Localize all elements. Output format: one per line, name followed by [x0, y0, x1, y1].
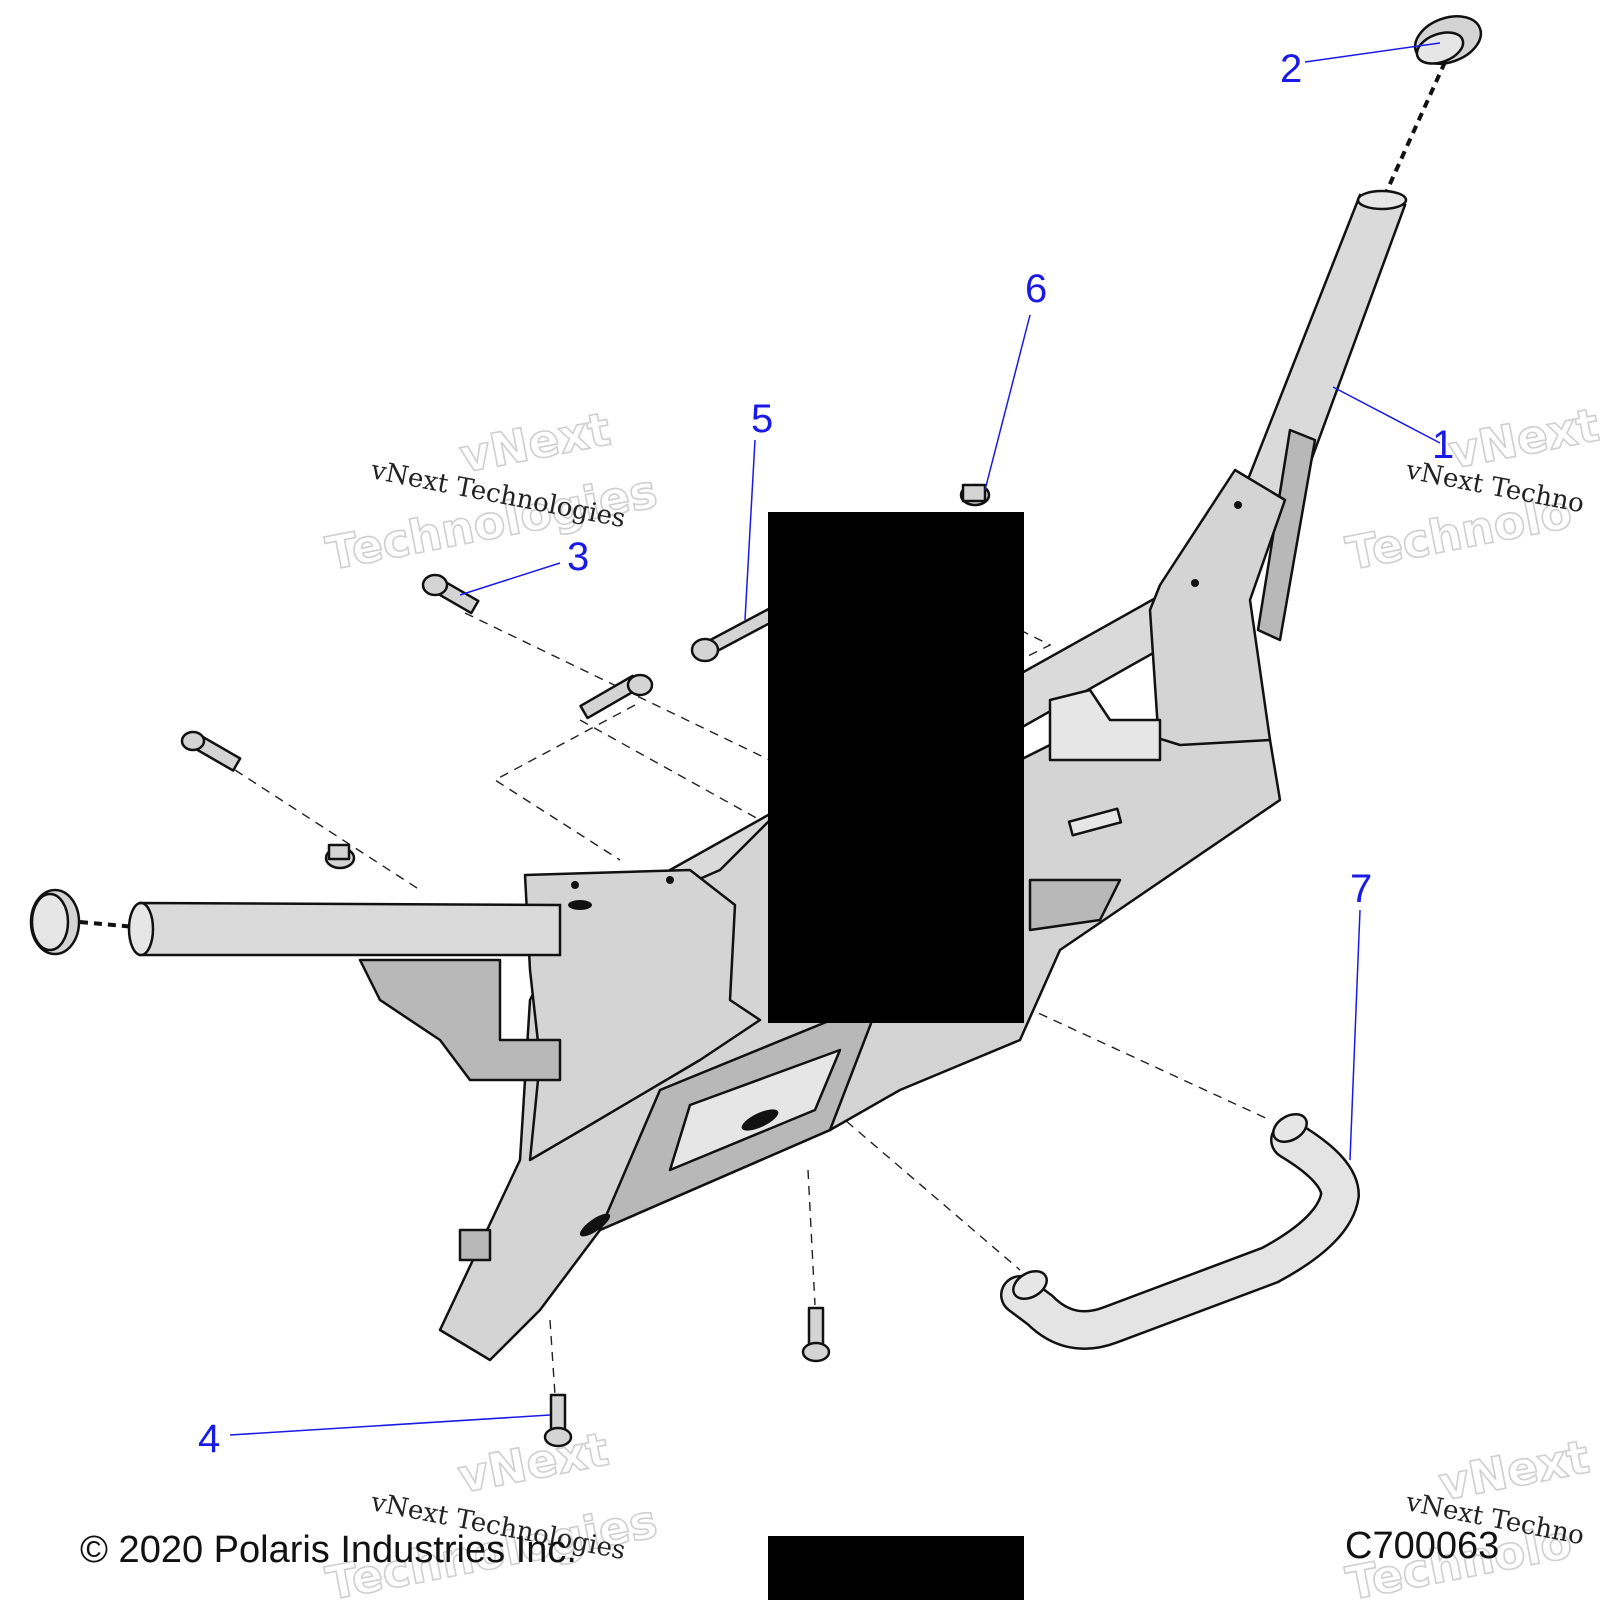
callout-7: 7: [1350, 867, 1372, 911]
copyright-text: © 2020 Polaris Industries Inc.: [80, 1529, 577, 1571]
bumper-frame: [127, 189, 1408, 1362]
callout-leaders: [229, 42, 1441, 1436]
drawing-number: C700063: [1345, 1525, 1499, 1567]
leader-3: [459, 562, 561, 596]
callout-5: 5: [751, 397, 773, 441]
watermark-bottom-left: vNext Technologies: [321, 1421, 662, 1600]
bolt-left: [180, 730, 242, 772]
bolt-lower-middle: [801, 1306, 831, 1363]
bolt-upper-middle: [579, 673, 654, 720]
callout-2: 2: [1280, 47, 1302, 91]
leader-7: [1349, 909, 1361, 1161]
nut-6: [959, 483, 991, 507]
callout-3: 3: [567, 535, 589, 579]
redaction-block: [768, 512, 1024, 1023]
bolt-3: [421, 573, 480, 615]
watermark-top-text: vNext: [454, 1422, 613, 1504]
callout-6: 6: [1025, 267, 1047, 311]
callout-labels: 1 2 3 4 5 6 7: [198, 47, 1454, 1461]
leader-4: [229, 1414, 551, 1436]
assembly-lines: [79, 61, 1447, 1396]
leader-5: [744, 439, 756, 621]
leader-1: [1332, 386, 1441, 444]
redaction-block-footer: [768, 1536, 1024, 1600]
watermark-top-text: vNext: [456, 402, 615, 484]
end-cap-plug-left: [29, 888, 81, 956]
callout-4: 4: [198, 1417, 220, 1461]
leader-2: [1304, 42, 1441, 63]
end-cap-plug-right: [1413, 15, 1483, 65]
bolt-5: [690, 608, 776, 663]
tube-guard: [1000, 1113, 1361, 1350]
bolt-4: [543, 1393, 573, 1448]
leader-6: [984, 314, 1031, 491]
nut-left: [324, 843, 356, 870]
callout-1: 1: [1432, 423, 1454, 467]
